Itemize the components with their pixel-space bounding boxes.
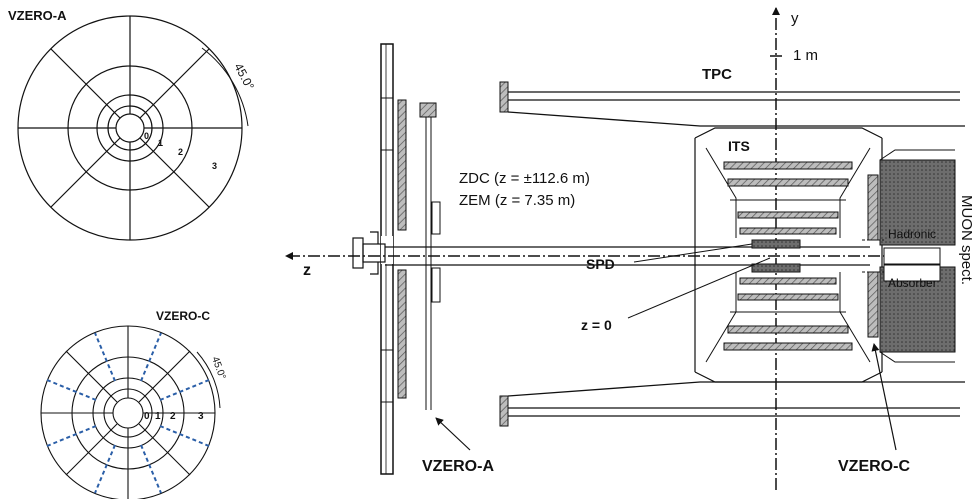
beam-pipe-flange bbox=[352, 231, 386, 275]
vzero-c-ring-2: 2 bbox=[170, 411, 176, 422]
vzero-a-ring-1: 1 bbox=[158, 138, 163, 148]
vzero-c-ring-3: 3 bbox=[198, 411, 204, 422]
y-axis-label: y bbox=[791, 10, 799, 27]
vzero-c-split-lines bbox=[46, 332, 210, 494]
muon-absorber bbox=[862, 149, 956, 363]
zem-label: ZEM (z = 7.35 m) bbox=[459, 192, 575, 209]
vzero-c-angle-label: 45.0° bbox=[209, 355, 227, 381]
vzero-a-disc: VZERO-A 45.0° 0 1 2 3 bbox=[8, 8, 257, 241]
spd-label: SPD bbox=[586, 256, 615, 272]
vzero-a-ring-3: 3 bbox=[212, 161, 217, 171]
detector-cross-section: z y 1 m TPC bbox=[285, 7, 975, 490]
vzero-a-pointer bbox=[435, 417, 471, 451]
hadronic-label: Hadronic bbox=[888, 227, 936, 241]
z0-label: z = 0 bbox=[581, 317, 612, 333]
absorber-label: Absorber bbox=[888, 276, 937, 290]
z0-pointer bbox=[627, 257, 771, 319]
muon-label: MUON spect. bbox=[958, 195, 975, 285]
vzero-a-ring-2: 2 bbox=[178, 147, 183, 157]
vzero-c-disc: VZERO-C 45.0° 0 bbox=[40, 309, 228, 499]
vzero-c-label: VZERO-C bbox=[838, 458, 910, 475]
vzero-c-pointer bbox=[871, 343, 897, 451]
vzero-c-panel-title: VZERO-C bbox=[156, 309, 210, 323]
zdc-label: ZDC (z = ±112.6 m) bbox=[459, 170, 590, 187]
its-assembly bbox=[694, 127, 883, 383]
vzero-c-ring-0: 0 bbox=[144, 411, 150, 422]
vzero-a-label: VZERO-A bbox=[422, 458, 494, 475]
vzero-c-ring-1: 1 bbox=[155, 411, 161, 422]
tpc-label: TPC bbox=[702, 66, 732, 83]
vzero-a-angle-arc bbox=[201, 47, 249, 127]
z-axis-label: z bbox=[303, 262, 311, 279]
vzero-a-ring-0: 0 bbox=[144, 131, 149, 141]
vzero-a-structure bbox=[419, 102, 441, 410]
vzero-a-panel-title: VZERO-A bbox=[8, 8, 67, 23]
vzero-c-angle-arc bbox=[196, 351, 221, 409]
forward-wall bbox=[380, 43, 407, 475]
scale-label: 1 m bbox=[793, 47, 818, 64]
spd-pointer bbox=[633, 243, 753, 263]
tpc-vessel bbox=[499, 81, 965, 427]
its-label: ITS bbox=[728, 138, 750, 154]
